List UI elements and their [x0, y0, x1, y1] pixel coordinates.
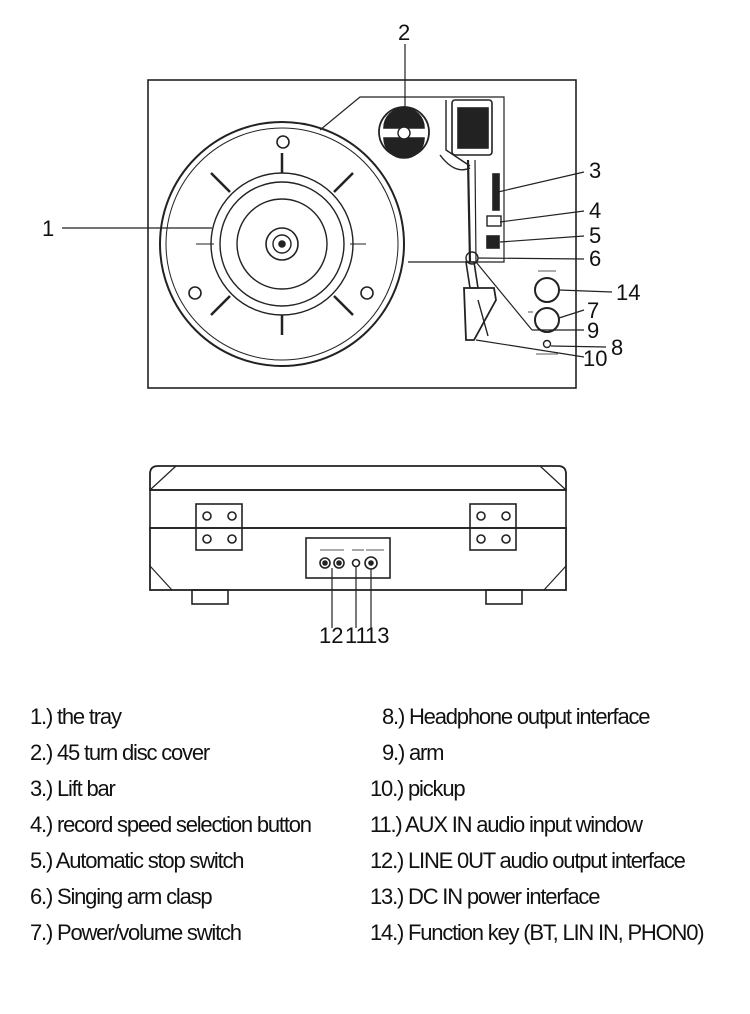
callout-13: 13: [365, 623, 389, 648]
legend-item-11: 11.) AUX IN audio input window: [370, 812, 643, 837]
control-knobs: [528, 270, 560, 355]
legend-item-8: 8.) Headphone output interface: [382, 704, 651, 729]
left-hinge: [195, 503, 243, 551]
callout-14: 14: [616, 280, 640, 305]
callout-11: 11: [345, 623, 368, 648]
legend-item-7: 7.) Power/volume switch: [30, 920, 242, 945]
legend-item-3: 3.) Lift bar: [30, 776, 116, 801]
callout-4: 4: [589, 198, 601, 223]
legend-item-14: 14.) Function key (BT, LIN IN, PHON0): [370, 920, 705, 945]
45-disc-cover: [378, 106, 430, 159]
callout-6: 6: [589, 246, 601, 271]
callout-10: 10: [583, 346, 607, 371]
callout-5: 5: [589, 223, 601, 248]
platter-tray: [159, 121, 405, 367]
callout-2: 2: [398, 20, 410, 45]
callout-7: 7: [587, 298, 599, 323]
legend-item-12: 12.) LINE 0UT audio output interface: [370, 848, 686, 873]
callout-3: 3: [589, 158, 601, 183]
callout-leaders: [62, 44, 613, 358]
legend-item-2: 2.) 45 turn disc cover: [30, 740, 210, 765]
turntable-top-view: [62, 44, 613, 389]
legend-item-1: 1.) the tray: [30, 704, 122, 729]
turntable-back-view: [149, 465, 567, 628]
parts-legend: 1.) the tray 2.) 45 turn disc cover 3.) …: [0, 700, 750, 960]
callout-1: 1: [42, 216, 54, 241]
legend-item-6: 6.) Singing arm clasp: [30, 884, 213, 909]
right-hinge: [469, 503, 517, 551]
turntable-body: [147, 79, 577, 389]
legend-item-13: 13.) DC IN power interface: [370, 884, 600, 909]
rear-jack-panel: [305, 537, 391, 579]
legend-item-4: 4.) record speed selection button: [30, 812, 312, 837]
callout-8: 8: [611, 335, 623, 360]
callout-9: 9: [587, 318, 599, 343]
legend-item-10: 10.) pickup: [370, 776, 466, 801]
turntable-diagram: 1 2 3 4 5 6 7 8 9 10 11 12 13 14: [42, 20, 640, 648]
legend-item-5: 5.) Automatic stop switch: [30, 848, 245, 873]
rear-callout-leaders: [331, 567, 372, 628]
callout-12: 12: [319, 623, 343, 648]
tonearm-assembly: [439, 99, 502, 341]
legend-item-9: 9.) arm: [382, 740, 444, 765]
